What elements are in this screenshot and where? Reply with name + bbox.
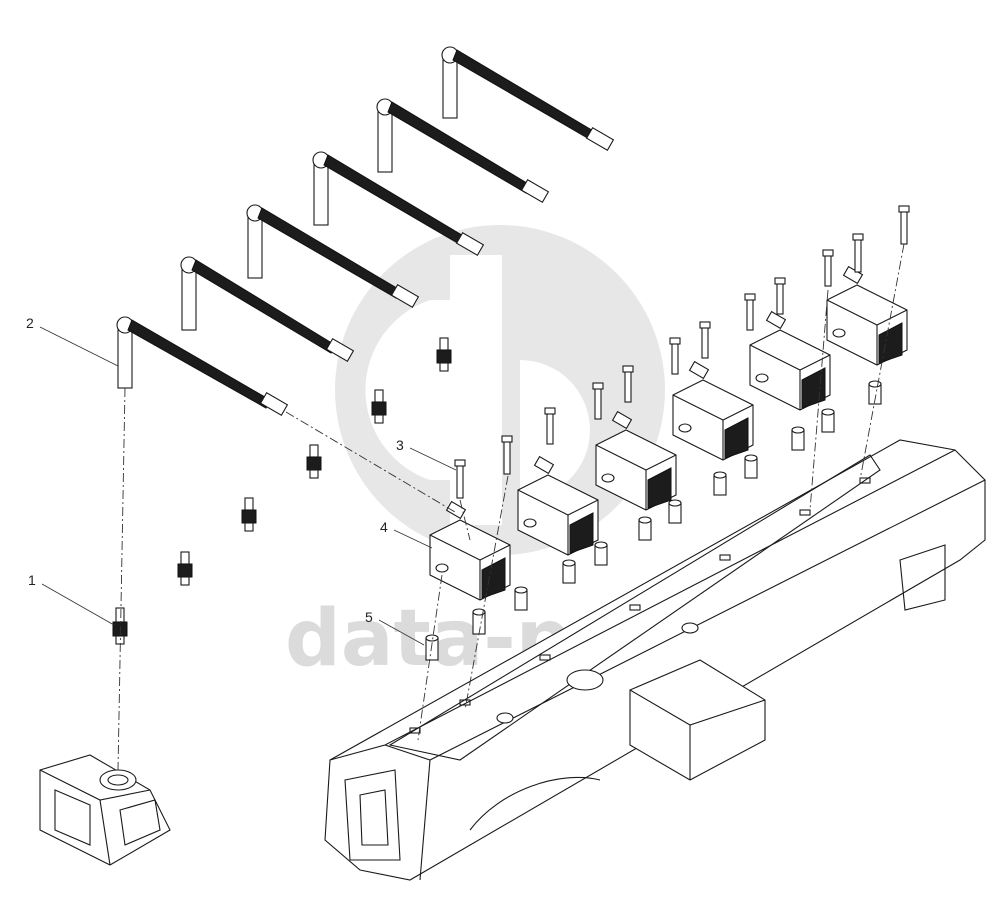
spacer-sleeve	[713, 471, 727, 496]
intake-manifold	[324, 439, 986, 881]
ignition-coil	[672, 360, 754, 461]
callout-4: 4	[380, 519, 433, 549]
coil-bolt	[822, 249, 834, 287]
ignition-coil	[429, 500, 511, 601]
ignition-coil	[749, 310, 831, 411]
spacer-sleeve	[668, 499, 682, 524]
assembly-axes	[117, 243, 905, 771]
spacer-sleeve	[594, 541, 608, 566]
spark-plug	[241, 497, 257, 532]
ignition-coils	[429, 265, 908, 601]
spacer-sleeve	[638, 516, 652, 541]
manifold-port-row	[409, 477, 871, 734]
ignition-lead	[312, 151, 485, 256]
ignition-lead	[441, 46, 615, 151]
spacer-sleeve	[425, 634, 439, 661]
callout-number: 2	[26, 315, 34, 331]
spacer-sleeve	[562, 559, 576, 584]
spark-plug	[177, 551, 193, 586]
coil-bolt	[592, 382, 604, 420]
spacer-sleeves	[425, 380, 882, 661]
callout-number: 3	[396, 437, 404, 453]
coil-bolt	[622, 365, 634, 403]
ignition-coil	[826, 265, 908, 366]
coil-bolts	[454, 205, 910, 499]
coil-bolt	[699, 321, 711, 359]
throttle-housing	[39, 754, 171, 866]
ignition-lead	[376, 98, 550, 203]
ignition-lead	[116, 316, 289, 416]
spark-plug	[306, 444, 322, 479]
spark-plug	[436, 337, 452, 372]
coil-bolt	[544, 407, 556, 445]
spacer-sleeve	[514, 586, 528, 611]
callout-2: 2	[26, 315, 119, 367]
ignition-lead	[246, 204, 420, 308]
callout-number: 5	[365, 609, 373, 625]
ignition-lead	[180, 256, 355, 362]
callout-number: 1	[28, 572, 36, 588]
spark-plug	[112, 607, 128, 645]
coil-bolt	[774, 277, 786, 315]
ignition-coil	[517, 455, 599, 556]
ignition-coil	[595, 410, 677, 511]
callouts: 1 2 3 4 5	[26, 315, 457, 646]
watermark-logo	[335, 225, 665, 555]
callout-1: 1	[28, 572, 115, 626]
coil-bolt	[454, 459, 466, 499]
callout-5: 5	[365, 609, 425, 646]
coil-bolt	[669, 337, 681, 375]
spark-plug	[371, 389, 387, 424]
coil-bolt	[852, 233, 864, 273]
coil-bolt	[744, 293, 756, 331]
spacer-sleeve	[744, 454, 758, 479]
callout-3: 3	[396, 437, 457, 471]
spacer-sleeve	[791, 426, 805, 451]
callout-number: 4	[380, 519, 388, 535]
spark-plugs	[112, 337, 452, 645]
ignition-leads	[116, 46, 615, 416]
coil-bolt	[501, 435, 513, 475]
coil-bolt	[898, 205, 910, 245]
spacer-sleeve	[821, 408, 835, 433]
